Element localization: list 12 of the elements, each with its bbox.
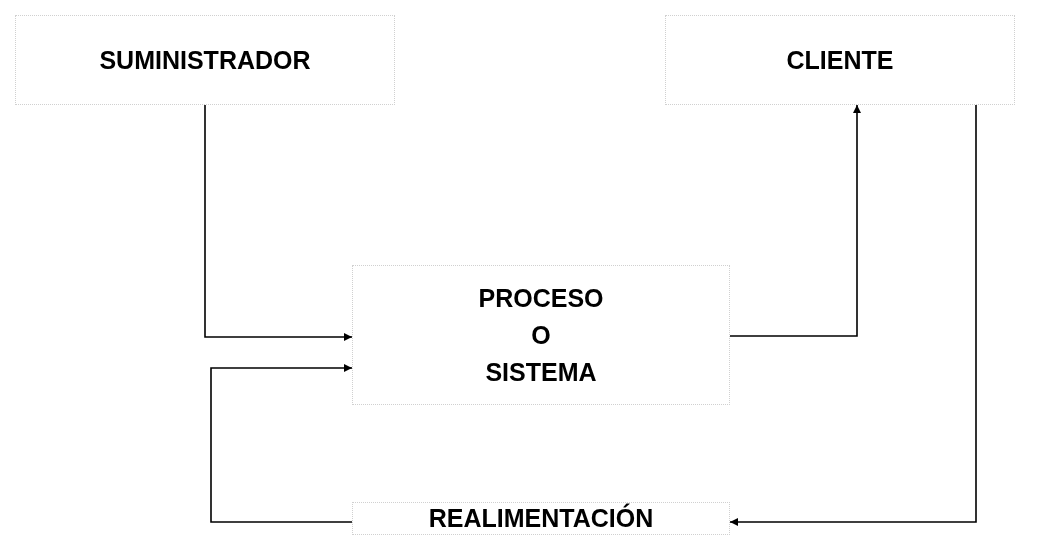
text-box [352, 265, 730, 405]
node-label: PROCESO O SISTEMA [478, 282, 604, 388]
arrow [204, 104, 353, 341]
node-label: REALIMENTACIÓN [428, 502, 654, 534]
text-box [352, 502, 730, 535]
node-label: SUMINISTRADOR [99, 44, 311, 76]
arrow [729, 104, 861, 337]
text-box [665, 15, 1015, 105]
text-box [15, 15, 395, 105]
arrow [729, 104, 977, 526]
node-label: CLIENTE [786, 44, 894, 76]
arrow [210, 364, 353, 523]
